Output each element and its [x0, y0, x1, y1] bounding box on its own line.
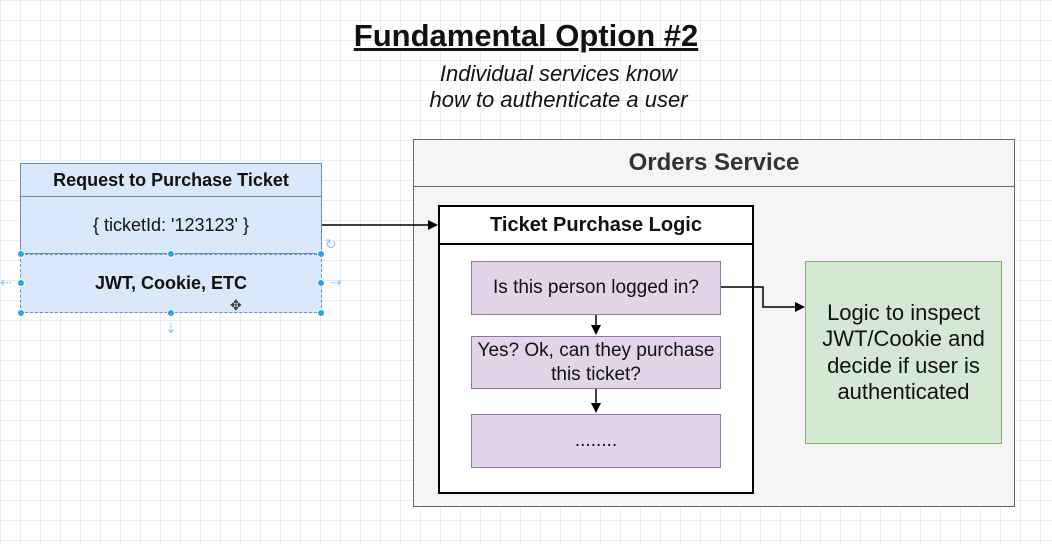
resize-handle-nw[interactable] — [17, 250, 25, 258]
resize-handle-n[interactable] — [167, 250, 175, 258]
clone-arrow-left-icon[interactable]: ⇠ — [0, 274, 12, 290]
resize-handle-se[interactable] — [317, 309, 325, 317]
resize-handle-e[interactable] — [317, 279, 325, 287]
step-ellipsis[interactable]: ........ — [471, 414, 721, 468]
orders-service-title[interactable]: Orders Service — [413, 139, 1015, 187]
rotate-icon[interactable]: ↻ — [325, 236, 337, 252]
connector-step1-to-inspect — [721, 286, 796, 308]
arrowhead-inspect — [795, 302, 805, 312]
clone-arrow-down-icon[interactable]: ⇣ — [165, 320, 177, 336]
clone-arrow-right-icon[interactable]: ⇢ — [330, 274, 342, 290]
arrowhead-logic — [428, 220, 438, 230]
move-cursor-icon: ✥ — [230, 297, 242, 313]
subtitle-line-1: Individual services know — [439, 61, 678, 86]
subtitle-line-2: how to authenticate a user — [429, 87, 688, 112]
arrowhead-step2 — [591, 325, 601, 335]
step-logged-in-check[interactable]: Is this person logged in? — [471, 261, 721, 315]
resize-handle-ne[interactable] — [317, 250, 325, 258]
resize-handle-sw[interactable] — [17, 309, 25, 317]
resize-handle-w[interactable] — [17, 279, 25, 287]
ticket-purchase-logic-title[interactable]: Ticket Purchase Logic — [438, 205, 754, 245]
inspect-logic-box[interactable]: Logic to inspect JWT/Cookie and decide i… — [805, 261, 1002, 444]
arrowhead-step3 — [591, 403, 601, 413]
request-auth-selected[interactable]: JWT, Cookie, ETC — [20, 254, 322, 313]
step-purchase-check[interactable]: Yes? Ok, can they purchase this ticket? — [471, 336, 721, 389]
resize-handle-s[interactable] — [167, 309, 175, 317]
diagram-title: Fundamental Option #2 — [353, 18, 699, 53]
request-body[interactable]: { ticketId: '123123' } — [20, 196, 322, 254]
